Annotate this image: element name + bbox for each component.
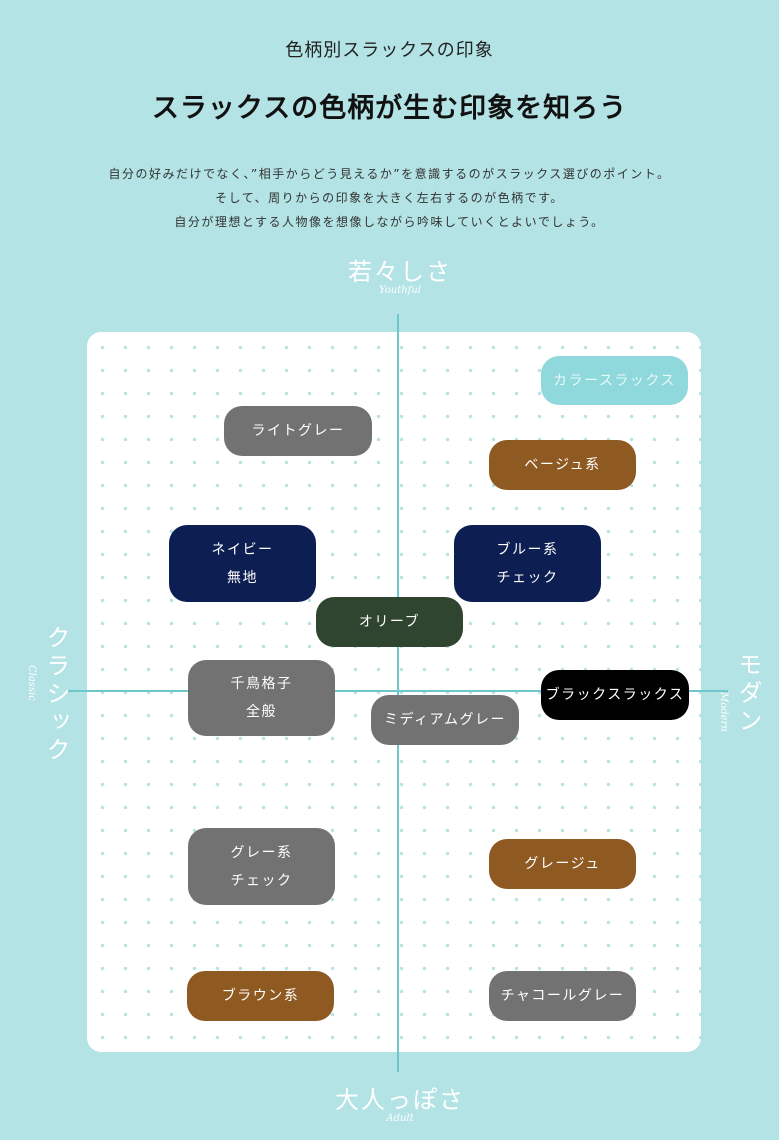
- map-item-line1: グレー系: [230, 844, 293, 861]
- map-item-line1: ライトグレー: [251, 423, 345, 439]
- axis-label-right: モダン Modern: [712, 652, 772, 752]
- axis-label-right-sub: Modern: [718, 692, 729, 732]
- map-item-line1: ブラックスラックス: [545, 687, 685, 703]
- axis-label-bottom-sub: Adult: [386, 1113, 414, 1124]
- axis-label-bottom-text: 大人っぽさ: [335, 1086, 465, 1114]
- axis-label-top: 若々しさ Youthful: [300, 252, 500, 296]
- map-item-line1: カラースラックス: [553, 372, 676, 389]
- map-item-houndstooth: 千鳥格子 全般: [188, 660, 335, 736]
- map-item-black-slacks: ブラックスラックス: [541, 670, 689, 720]
- axis-label-left-text: クラシック: [42, 625, 70, 765]
- map-item-line1: ベージュ系: [524, 457, 601, 473]
- map-item-line2: 全般: [246, 704, 277, 720]
- map-item-gray-check: グレー系 チェック: [188, 828, 335, 905]
- map-item-line2: チェック: [230, 872, 293, 889]
- axis-label-top-text: 若々しさ: [348, 258, 452, 286]
- page-subtitle: 色柄別スラックスの印象: [285, 40, 494, 61]
- axis-label-right-text: モダン: [734, 652, 762, 736]
- map-item-line1: ブルー系: [496, 541, 559, 558]
- map-item-line1: ブラウン系: [221, 988, 300, 1004]
- axis-label-left: クラシック Classic: [20, 625, 80, 765]
- map-item-navy-solid: ネイビー 無地: [169, 525, 316, 602]
- map-item-line2: チェック: [496, 569, 559, 586]
- map-item-charcoal-gray: チャコールグレー: [489, 971, 636, 1021]
- intro-line: 自分の好みだけでなく、”相手からどう見えるか”を意識するのがスラックス選びのポイ…: [108, 167, 671, 181]
- map-item-beige: ベージュ系: [489, 440, 636, 490]
- map-item-line1: グレージュ: [524, 856, 601, 872]
- horizontal-axis: [68, 690, 728, 692]
- map-item-line1: ミディアムグレー: [383, 712, 507, 728]
- map-item-line1: ネイビー: [211, 541, 274, 558]
- intro-line: 自分が理想とする人物像を想像しながら吟味していくとよいでしょう。: [174, 215, 605, 229]
- map-item-line2: 無地: [227, 569, 258, 586]
- map-item-greige: グレージュ: [489, 839, 636, 889]
- intro-line: そして、周りからの印象を大きく左右するのが色柄です。: [215, 191, 564, 205]
- intro-text: 自分の好みだけでなく、”相手からどう見えるか”を意識するのがスラックス選びのポイ…: [0, 162, 779, 234]
- map-item-line1: 千鳥格子: [230, 676, 293, 692]
- map-item-light-gray: ライトグレー: [224, 406, 372, 456]
- map-item-color-slacks: カラースラックス: [541, 356, 688, 405]
- axis-label-bottom: 大人っぽさ Adult: [300, 1080, 500, 1124]
- map-item-blue-check: ブルー系 チェック: [454, 525, 601, 602]
- axis-label-top-sub: Youthful: [379, 285, 421, 296]
- page-title: スラックスの色柄が生む印象を知ろう: [151, 93, 628, 124]
- vertical-axis: [397, 314, 399, 1072]
- map-item-brown: ブラウン系: [187, 971, 334, 1021]
- map-item-medium-gray: ミディアムグレー: [371, 695, 519, 745]
- map-item-line1: チャコールグレー: [500, 988, 625, 1004]
- map-item-line1: オリーブ: [358, 614, 421, 630]
- axis-label-left-sub: Classic: [26, 665, 37, 701]
- map-item-olive: オリーブ: [316, 597, 463, 647]
